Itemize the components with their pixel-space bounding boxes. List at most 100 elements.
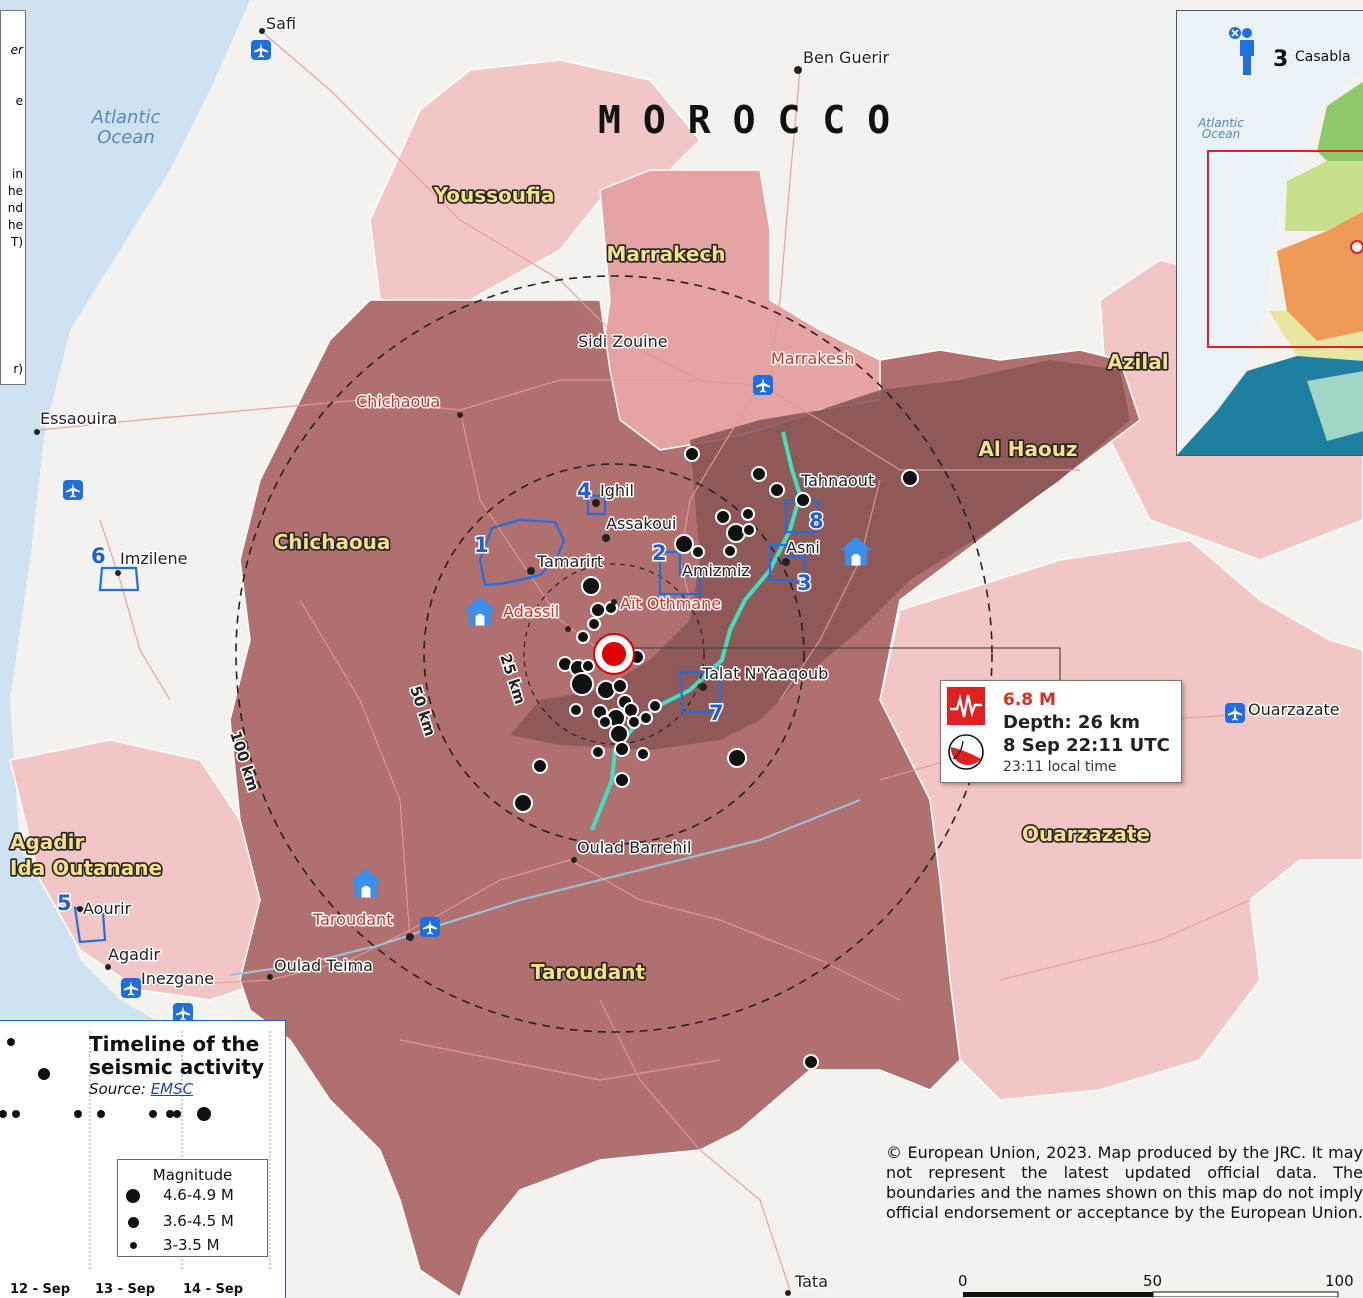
legend-fragment: in <box>12 167 23 181</box>
airport-icon <box>251 40 271 60</box>
city-label: Inezgane <box>141 969 214 988</box>
region-label-taroudant: Taroudant <box>531 960 645 984</box>
area-number: 5 <box>57 891 72 915</box>
region-label-azilal: Azilal <box>1107 350 1168 374</box>
magnitude-legend-row: 3.6-4.5 M <box>118 1212 267 1232</box>
city-label: Imzilene <box>120 549 187 568</box>
area-number: 8 <box>809 509 824 533</box>
timeline-date: 13 - Sep <box>95 1282 156 1297</box>
city-label: Ben Guerir <box>803 48 889 67</box>
city-points <box>34 28 802 1296</box>
city-label: Marrakesh <box>771 349 854 368</box>
legend-fragment: T) <box>10 235 23 249</box>
airport-icon <box>63 480 83 500</box>
region-label-agadir: Ida Outanane <box>10 856 162 880</box>
fault-line <box>590 431 803 831</box>
airport-icon <box>753 375 773 395</box>
inset-count: 3 <box>1273 47 1288 72</box>
city-label: Oulad Teima <box>274 956 373 975</box>
event-magnitude: 6.8 M <box>1003 690 1056 710</box>
epicenter-marker <box>593 633 635 675</box>
legend-fragment: he <box>8 184 23 198</box>
airport-icon <box>420 917 440 937</box>
city-label: Chichaoua <box>356 392 440 411</box>
city-label: Adassil <box>503 602 559 621</box>
distance-rings <box>235 275 993 1033</box>
city-label: Aourir <box>83 899 132 918</box>
city-label: Agadir <box>108 945 161 964</box>
inset-ocean-label: Atlantic <box>1197 116 1244 130</box>
country-label: MOROCCO <box>598 98 912 142</box>
city-label: Safi <box>266 14 296 33</box>
credit-text: © European Union, 2023. Map produced by … <box>886 1143 1363 1222</box>
event-infobox: 6.8 M Depth: 26 km 8 Sep 22:11 UTC 23:11… <box>940 680 1182 783</box>
timeline-date: 14 - Sep <box>183 1282 244 1297</box>
legend-fragment: nd <box>7 201 23 215</box>
magnitude-legend-title: Magnitude <box>152 1166 233 1184</box>
city-label: Aït Othmane <box>620 594 721 613</box>
region-label-agadir: Agadir <box>10 830 84 854</box>
area-number: 6 <box>91 544 106 568</box>
city-label: Essaouira <box>40 409 117 428</box>
city-label: Talat N'Yaaqoub <box>701 664 828 683</box>
event-depth: Depth: 26 km <box>1003 712 1140 733</box>
region-label-ouarzazate: Ouarzazate <box>1022 822 1150 846</box>
city-label: Tahnaout <box>800 471 874 490</box>
city-label: Tamarirt <box>536 552 603 571</box>
area-number: 7 <box>709 701 724 725</box>
emsc-link[interactable]: EMSC <box>150 1080 194 1098</box>
event-local-time: 23:11 local time <box>1003 759 1117 775</box>
city-label: Ighil <box>600 481 634 500</box>
al-haouz-zone <box>510 360 1130 750</box>
left-legend-panel: er e in he nd he T) r) <box>0 10 26 385</box>
area-number: 4 <box>577 479 592 503</box>
scale-label: 50 <box>1143 1272 1163 1290</box>
airport-icon <box>121 978 141 998</box>
timeline-source: Source: EMSC <box>89 1080 194 1098</box>
inset-map-graphic: Atlantic Ocean 3 Casabla <box>1177 27 1363 455</box>
area-number: 2 <box>652 541 667 565</box>
city-label: Taroudant <box>312 910 392 929</box>
region-label-marrakech: Marrakech <box>606 242 725 266</box>
person-icon <box>1229 27 1254 75</box>
timeline-date: 12 - Sep <box>10 1282 71 1297</box>
region-label-al-haouz: Al Haouz <box>978 437 1077 461</box>
city-label: Sidi Zouine <box>578 332 668 351</box>
inset-map: Atlantic Ocean 3 Casabla <box>1176 10 1363 456</box>
aftershocks <box>513 446 919 1070</box>
city-label: Tata <box>794 1272 828 1291</box>
event-datetime: 8 Sep 22:11 UTC <box>1003 735 1170 756</box>
scale-label: 0 <box>958 1272 968 1290</box>
airport-icon <box>1225 703 1245 723</box>
city-label: Asni <box>786 538 820 557</box>
inset-ocean-label: Ocean <box>1202 127 1240 141</box>
beachball-icon <box>948 734 984 770</box>
magnitude-legend-row: 3-3.5 M <box>118 1236 267 1256</box>
seismogram-icon <box>947 687 985 725</box>
scale-bar <box>963 1291 1339 1297</box>
city-label: Oulad Barrehil <box>577 838 691 857</box>
city-label: Amizmiz <box>682 561 750 580</box>
legend-fragment: e <box>15 94 23 108</box>
city-label: Assakoui <box>606 514 677 533</box>
legend-fragment: he <box>8 218 23 232</box>
area-number: 1 <box>474 533 489 557</box>
river <box>229 799 861 976</box>
scale-label: 100 <box>1325 1272 1354 1290</box>
region-label-youssoufia: Youssoufia <box>433 183 555 207</box>
timeline-dots <box>0 1038 211 1121</box>
legend-fragment: er <box>10 43 23 57</box>
magnitude-legend: Magnitude 4.6-4.9 M 3.6-4.5 M 3-3.5 M <box>117 1159 268 1257</box>
ocean-label: Atlantic <box>91 107 161 128</box>
leader-line <box>630 647 1061 680</box>
area-number: 3 <box>797 571 812 595</box>
legend-fragment: r) <box>13 362 23 376</box>
ocean-label: Ocean <box>97 127 155 148</box>
city-label: Ouarzazate <box>1248 700 1340 719</box>
area-outlines <box>73 494 820 944</box>
region-label-chichaoua: Chichaoua <box>274 530 391 554</box>
inset-city-label: Casabla <box>1295 49 1351 65</box>
magnitude-legend-row: 4.6-4.9 M <box>118 1186 267 1206</box>
